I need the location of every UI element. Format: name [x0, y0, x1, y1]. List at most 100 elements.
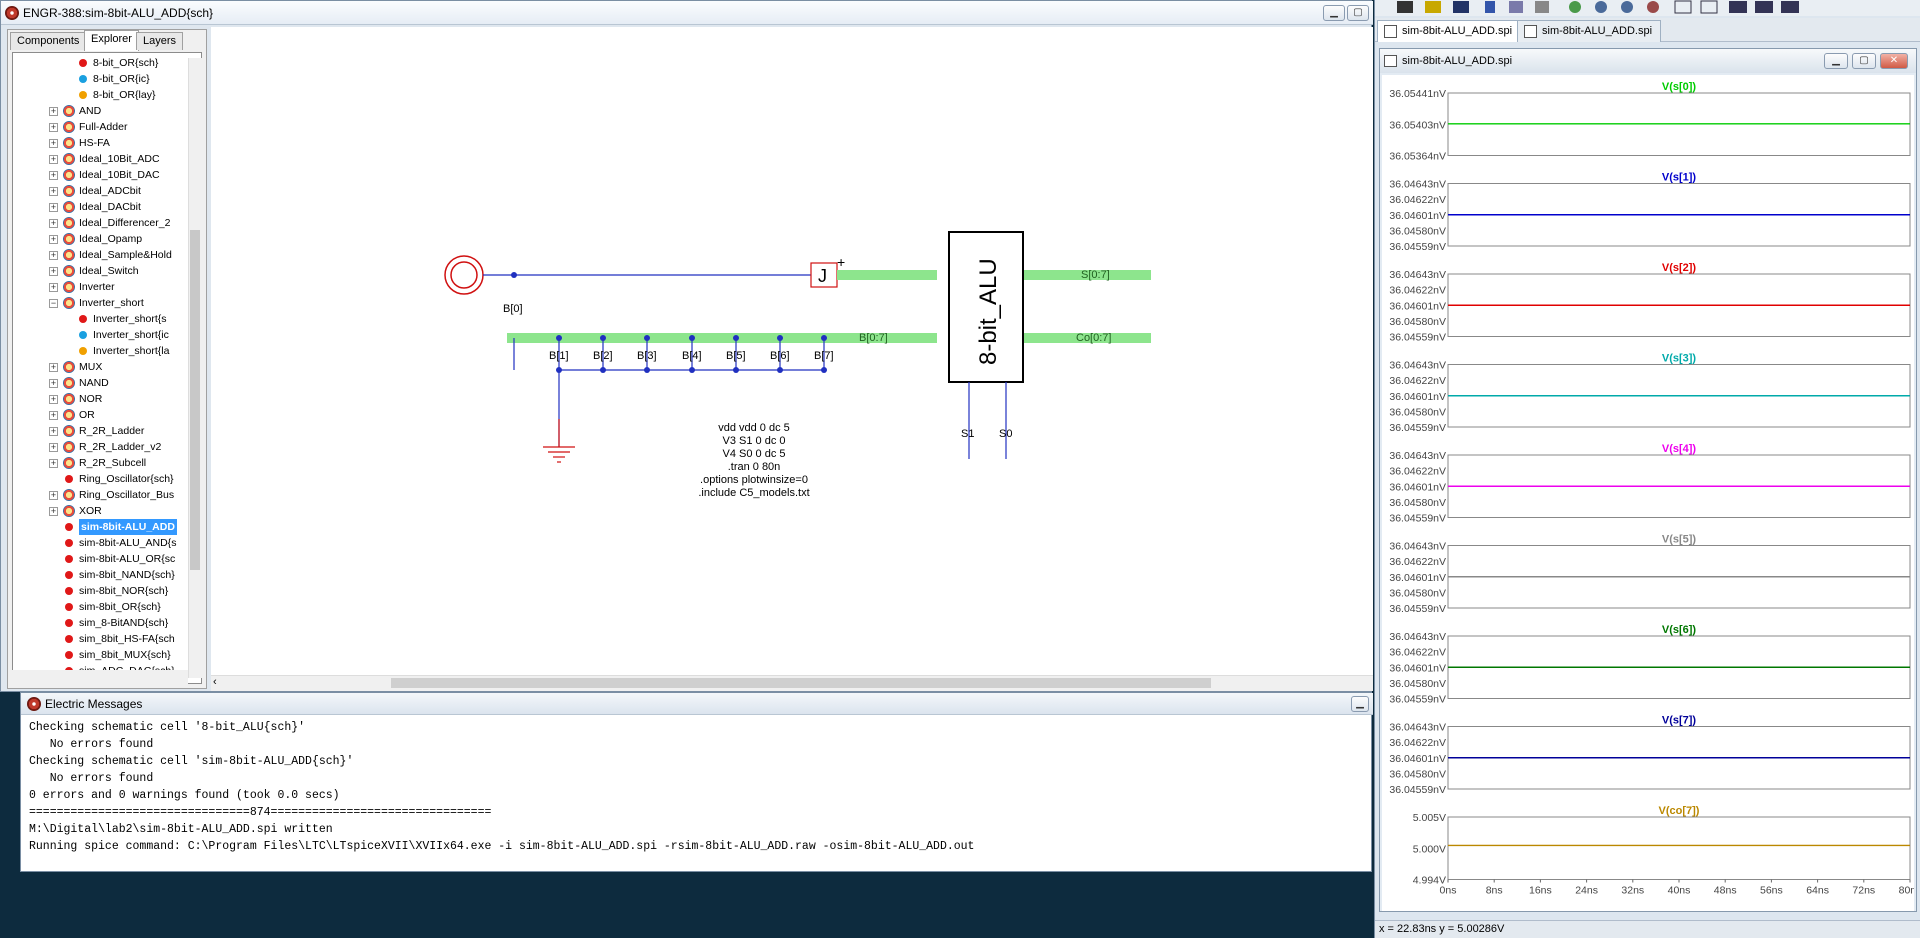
tab-netlist[interactable]: sim-8bit-ALU_ADD.spi: [1517, 20, 1662, 42]
tree-item[interactable]: +Ideal_10Bit_ADC: [13, 151, 189, 167]
cascade-icon[interactable]: [1781, 1, 1799, 13]
tree-item[interactable]: sim_8bit_HS-FA{sch: [13, 631, 189, 647]
scroll-left-arrow-icon[interactable]: ‹: [213, 676, 217, 688]
trace-title[interactable]: V(s[2]): [1662, 262, 1697, 274]
tree-item[interactable]: Ring_Oscillator{sch}: [13, 471, 189, 487]
trace-title[interactable]: V(s[7]): [1662, 715, 1697, 727]
tab-components[interactable]: Components: [10, 32, 87, 50]
canvas-scroll-thumb[interactable]: [391, 678, 1211, 688]
tree-item[interactable]: sim_8-BitAND{sch}: [13, 615, 189, 631]
tree-item[interactable]: +Ring_Oscillator_Bus: [13, 487, 189, 503]
tree-item[interactable]: +NAND: [13, 375, 189, 391]
expand-icon[interactable]: +: [49, 138, 58, 148]
trace-title[interactable]: V(s[3]): [1662, 353, 1697, 365]
probe-icon[interactable]: [1485, 1, 1495, 13]
tree-scroll-thumb[interactable]: [190, 230, 200, 570]
trace-title[interactable]: V(s[1]): [1662, 172, 1697, 184]
tree-item[interactable]: sim-8bit_OR{sch}: [13, 599, 189, 615]
bus-b[interactable]: [507, 333, 937, 343]
trace-title[interactable]: V(s[6]): [1662, 624, 1697, 636]
grid-icon[interactable]: [1674, 0, 1692, 14]
tree-item[interactable]: sim-8bit_NAND{sch}: [13, 567, 189, 583]
tree-item[interactable]: +AND: [13, 103, 189, 119]
wire-icon[interactable]: [1509, 1, 1523, 13]
tree-item[interactable]: +Ideal_Opamp: [13, 231, 189, 247]
trace-title[interactable]: V(s[5]): [1662, 534, 1697, 546]
tree-item[interactable]: Inverter_short{s: [13, 311, 189, 327]
tab-explorer[interactable]: Explorer: [84, 30, 139, 51]
tree-item[interactable]: sim-8bit-ALU_OR{sc: [13, 551, 189, 567]
expand-icon[interactable]: +: [49, 394, 58, 404]
expand-icon[interactable]: +: [49, 410, 58, 420]
tree-item[interactable]: +Ideal_10Bit_DAC: [13, 167, 189, 183]
expand-icon[interactable]: +: [49, 282, 58, 292]
hand-icon[interactable]: [1535, 1, 1549, 13]
waveform-chart[interactable]: V(s[0])36.05441nV36.05403nV36.05364nVV(s…: [1382, 75, 1920, 911]
tree-item[interactable]: +Ideal_Differencer_2: [13, 215, 189, 231]
expand-icon[interactable]: +: [49, 506, 58, 516]
tree-item[interactable]: +Ideal_Sample&Hold: [13, 247, 189, 263]
tree-item[interactable]: +R_2R_Ladder: [13, 423, 189, 439]
maximize-button[interactable]: ▢: [1347, 5, 1369, 21]
tree-item[interactable]: +XOR: [13, 503, 189, 519]
tree-item[interactable]: sim_8bit_MUX{sch}: [13, 647, 189, 663]
trace-title[interactable]: V(s[4]): [1662, 443, 1697, 455]
tile-vertical-icon[interactable]: [1755, 1, 1773, 13]
tree-item[interactable]: 8-bit_OR{ic}: [13, 71, 189, 87]
tree-item[interactable]: +OR: [13, 407, 189, 423]
expand-icon[interactable]: +: [49, 458, 58, 468]
expand-icon[interactable]: +: [49, 234, 58, 244]
expand-icon[interactable]: +: [49, 266, 58, 276]
tree-item[interactable]: +NOR: [13, 391, 189, 407]
collapse-icon[interactable]: −: [49, 298, 58, 308]
tree-item[interactable]: +Ideal_ADCbit: [13, 183, 189, 199]
tree-item[interactable]: +Ideal_DACbit: [13, 199, 189, 215]
plot-close-button[interactable]: ✕: [1880, 53, 1908, 69]
plot-maximize-button[interactable]: ▢: [1852, 53, 1876, 69]
expand-icon[interactable]: +: [49, 170, 58, 180]
tab-waveform[interactable]: sim-8bit-ALU_ADD.spi: [1377, 20, 1522, 42]
expand-icon[interactable]: +: [49, 250, 58, 260]
tree-item[interactable]: +R_2R_Ladder_v2: [13, 439, 189, 455]
trace-title[interactable]: V(s[0]): [1662, 81, 1697, 93]
minimize-button[interactable]: ▁: [1323, 5, 1345, 21]
tree-item[interactable]: +Full-Adder: [13, 119, 189, 135]
bus-to-alu-top[interactable]: [837, 270, 937, 280]
tile-horizontal-icon[interactable]: [1729, 1, 1747, 13]
expand-icon[interactable]: +: [49, 154, 58, 164]
messages-body[interactable]: Checking schematic cell '8-bit_ALU{sch}'…: [29, 719, 1359, 869]
tab-layers[interactable]: Layers: [136, 32, 184, 50]
tree-item[interactable]: Inverter_short{ic: [13, 327, 189, 343]
expand-icon[interactable]: +: [49, 122, 58, 132]
zoom-area-icon[interactable]: [1595, 1, 1607, 13]
expand-icon[interactable]: +: [49, 186, 58, 196]
tree-item[interactable]: +Ideal_Switch: [13, 263, 189, 279]
bus-s[interactable]: [1023, 270, 1151, 280]
plot-minimize-button[interactable]: ▁: [1824, 53, 1848, 69]
run-icon[interactable]: [1397, 1, 1413, 13]
tree-item[interactable]: +Inverter: [13, 279, 189, 295]
expand-icon[interactable]: +: [49, 378, 58, 388]
tree-item[interactable]: 8-bit_OR{lay}: [13, 87, 189, 103]
expand-icon[interactable]: +: [49, 202, 58, 212]
tree-item[interactable]: +MUX: [13, 359, 189, 375]
messages-minimize-button[interactable]: ▁: [1351, 696, 1369, 712]
save-icon[interactable]: [1453, 1, 1469, 13]
zoom-in-icon[interactable]: [1569, 1, 1581, 13]
zoom-fit-icon[interactable]: [1647, 1, 1659, 13]
alu-block[interactable]: [948, 231, 1024, 383]
tree-item[interactable]: 8-bit_OR{sch}: [13, 55, 189, 71]
tree-item[interactable]: sim-8bit_NOR{sch}: [13, 583, 189, 599]
zoom-out-icon[interactable]: [1621, 1, 1633, 13]
tree-item[interactable]: −Inverter_short: [13, 295, 189, 311]
tree-item[interactable]: Inverter_short{la: [13, 343, 189, 359]
open-icon[interactable]: [1425, 1, 1441, 13]
expand-icon[interactable]: +: [49, 106, 58, 116]
tree-item[interactable]: sim-8bit-ALU_AND{s: [13, 535, 189, 551]
tree-item[interactable]: +R_2R_Subcell: [13, 455, 189, 471]
tree-item[interactable]: sim-8bit-ALU_ADD: [13, 519, 189, 535]
tree-item[interactable]: +HS-FA: [13, 135, 189, 151]
spice-code-block[interactable]: vdd vdd 0 dc 5V3 S1 0 dc 0V4 S0 0 dc 5.t…: [698, 422, 809, 499]
expand-icon[interactable]: +: [49, 442, 58, 452]
